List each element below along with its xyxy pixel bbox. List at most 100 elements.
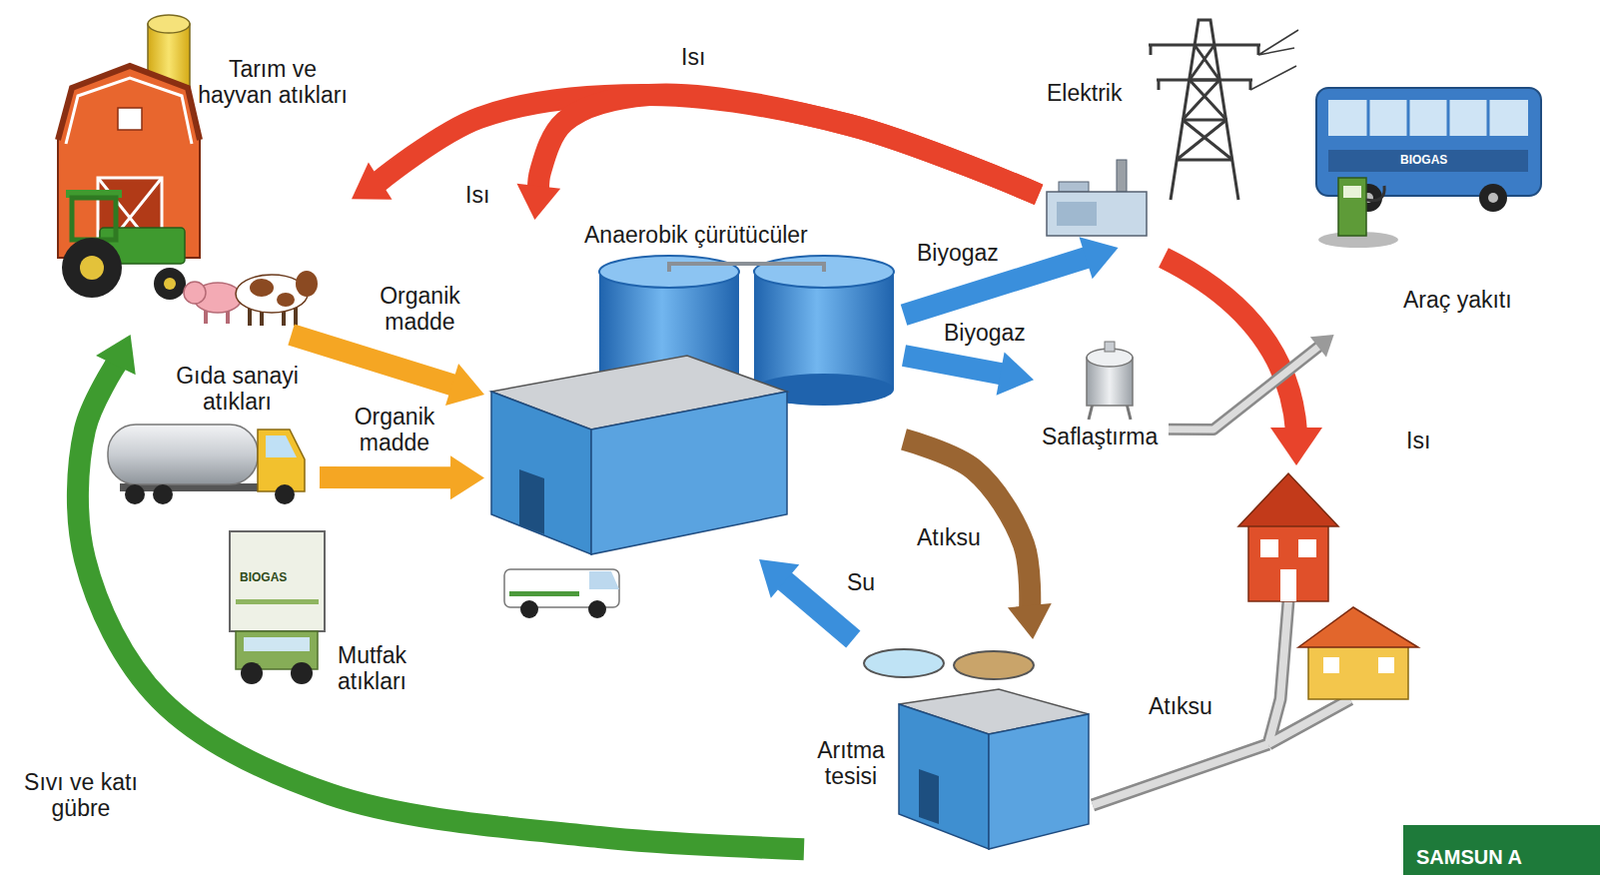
tanker-truck-part xyxy=(152,484,173,505)
houses-part xyxy=(1248,521,1329,602)
flow-label: Atıksu xyxy=(916,524,981,551)
tanker-truck xyxy=(107,424,305,505)
food-industry-node: Gıda sanayi atıkları xyxy=(94,354,320,505)
garbage-truck-part xyxy=(290,662,313,685)
flow-label: Organik madde xyxy=(339,403,450,456)
arrow-head xyxy=(351,161,392,199)
tanker-truck-part xyxy=(107,424,258,485)
houses-part xyxy=(1238,473,1339,527)
power-pylon xyxy=(1148,19,1299,200)
service-van-part xyxy=(589,571,620,590)
chp-unit-part xyxy=(1058,181,1089,192)
node-label: Anaerobik çürütücüler xyxy=(584,221,808,248)
farm-illustration-part xyxy=(183,281,206,304)
arrow-body xyxy=(319,466,454,489)
biogas-plant-building-part xyxy=(591,391,788,555)
farm-illustration-part xyxy=(147,14,190,33)
treatment-plant-part xyxy=(953,651,1034,680)
tanker-truck-part xyxy=(124,484,145,505)
garbage-truck-part xyxy=(243,637,310,652)
sewer-pipe-part xyxy=(1092,601,1351,805)
bus-part xyxy=(1328,99,1529,136)
arrow-head xyxy=(516,183,561,220)
treatment-plant-part xyxy=(863,649,944,678)
arrow-body xyxy=(77,362,804,849)
flow-arrow xyxy=(1168,334,1335,430)
heat-arrow-part xyxy=(1163,257,1297,432)
flow-label: Organik madde xyxy=(367,282,473,335)
biogas-plant-building-part xyxy=(491,391,592,555)
fuel-pump-part xyxy=(1338,177,1367,236)
node-label: Elektrik xyxy=(1046,79,1122,106)
bus-part xyxy=(1368,99,1489,136)
treatment-plant-node: Arıtma tesisi xyxy=(803,639,1094,865)
watermark-bar xyxy=(1403,824,1600,875)
biogas-plant-building-part xyxy=(519,469,545,535)
farm-illustration-part xyxy=(79,255,104,280)
garbage-truck-part xyxy=(240,662,263,685)
vehicle-text: BIOGAS xyxy=(239,571,287,586)
fuel-pump xyxy=(1318,177,1399,248)
garbage-truck xyxy=(229,531,325,685)
bus xyxy=(1316,87,1542,212)
flow-label: Biyogaz xyxy=(916,239,999,266)
power-pylon-part xyxy=(1176,44,1233,160)
arrow-head xyxy=(759,559,800,599)
arrow-head xyxy=(95,334,136,375)
flow-arrow xyxy=(903,236,1119,315)
arrow-head xyxy=(1079,236,1119,279)
arrow-head xyxy=(450,455,485,500)
houses-part xyxy=(1298,539,1317,558)
houses-part xyxy=(1280,569,1297,602)
flow-arrow xyxy=(516,93,1039,220)
bus-part xyxy=(1488,192,1499,203)
vehicle-text: BIOGAS xyxy=(1400,153,1448,168)
node-label: Tarım ve hayvan atıkları xyxy=(197,55,348,108)
arrow-body xyxy=(538,93,1039,194)
service-van xyxy=(504,569,620,619)
service-van-part xyxy=(504,569,620,608)
houses-part xyxy=(1308,643,1409,700)
anaerobic-digesters-part xyxy=(669,263,824,272)
tanker-truck-part xyxy=(265,435,297,458)
watermark-bar-part xyxy=(1403,824,1600,875)
farm-illustration-part xyxy=(295,270,318,297)
service-van-part xyxy=(588,600,607,619)
farm-illustration-part xyxy=(71,197,116,240)
flow-label: Isı xyxy=(681,43,706,70)
power-pylon-part xyxy=(1170,19,1239,200)
arrow-body xyxy=(377,94,1039,195)
farm-illustration-part xyxy=(61,237,122,298)
node-label: Arıtma tesisi xyxy=(809,737,892,790)
farm-node: Tarım ve hayvan atıkları xyxy=(49,3,352,335)
arrow-head xyxy=(1310,334,1335,358)
kitchen-waste-node: Mutfak atıkları xyxy=(214,524,440,707)
treatment-plant xyxy=(863,649,1089,849)
houses-part xyxy=(1260,539,1279,558)
sewer-pipe-part xyxy=(1092,601,1351,805)
farm-illustration-part xyxy=(163,277,176,290)
digester-node: Anaerobik çürütücüler xyxy=(484,219,904,560)
biogas-plant-building xyxy=(491,355,788,555)
flow-arrow xyxy=(319,455,485,500)
power-pylon-part xyxy=(1250,29,1299,90)
heat-arrow-part xyxy=(1270,427,1323,466)
purification-tank-part xyxy=(1104,341,1115,352)
farm-illustration-part xyxy=(249,278,274,297)
farm-illustration-part xyxy=(65,77,192,144)
flow-arrow xyxy=(903,439,1052,640)
arrow-head xyxy=(1007,603,1052,640)
arrow-body xyxy=(783,579,854,640)
houses-part xyxy=(1378,657,1395,674)
fuel-pump-part xyxy=(1366,185,1385,201)
farm-illustration-part xyxy=(117,107,142,130)
bus-part xyxy=(1479,183,1508,212)
flow-label: Isı xyxy=(465,181,490,208)
power-pylon-part xyxy=(1150,44,1259,90)
purification-tank xyxy=(1086,341,1133,420)
arrow-body xyxy=(903,439,1030,609)
flow-label: Su xyxy=(846,569,875,596)
chp-unit-part xyxy=(1046,191,1147,236)
